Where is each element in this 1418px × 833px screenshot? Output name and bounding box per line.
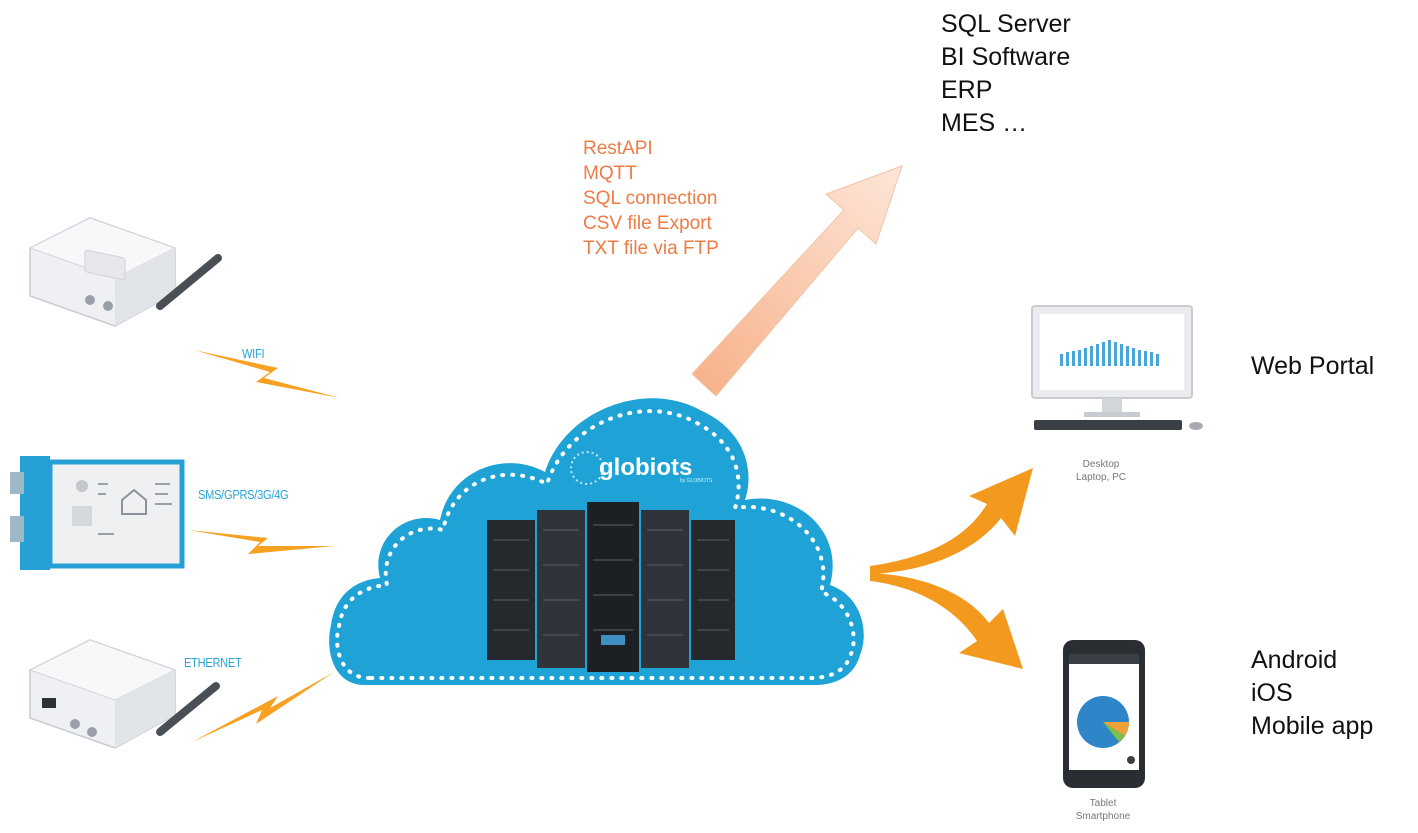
- wifi-device-icon: [28, 217, 222, 327]
- cellular-lightning-icon: [188, 530, 334, 554]
- cloud-brand: globiots: [599, 454, 693, 481]
- protocol-item: MQTT: [583, 163, 637, 184]
- protocol-list: RestAPI MQTT SQL connection CSV file Exp…: [583, 136, 719, 261]
- protocol-item: RestAPI: [583, 138, 653, 159]
- mobile-platform-item: Android: [1251, 646, 1338, 674]
- ethernet-label: ETHERNET: [184, 655, 242, 670]
- desktop-arrow-icon: [870, 468, 1033, 574]
- external-system-item: ERP: [941, 76, 993, 104]
- smartphone-icon: [1063, 640, 1145, 788]
- wifi-lightning-icon: [194, 350, 340, 398]
- cellular-device-icon: [10, 456, 185, 570]
- mobile-platform-item: Mobile app: [1251, 712, 1374, 740]
- desktop-caption: Desktop Laptop, PC: [1056, 458, 1146, 484]
- ethernet-device-icon: [28, 639, 220, 749]
- export-arrow-icon: [691, 165, 903, 397]
- protocol-item: CSV file Export: [583, 213, 712, 234]
- protocol-item: TXT file via FTP: [583, 238, 719, 259]
- mobile-arrow-icon: [870, 573, 1023, 669]
- external-system-item: MES …: [941, 109, 1028, 137]
- desktop-monitor-icon: [1031, 305, 1203, 430]
- external-systems-list: SQL Server BI Software ERP MES …: [941, 8, 1071, 140]
- mobile-platform-item: iOS: [1251, 679, 1293, 707]
- mobile-platform-list: Android iOS Mobile app: [1251, 644, 1373, 743]
- tablet-caption-line: Smartphone: [1075, 811, 1131, 822]
- protocol-item: SQL connection: [583, 188, 718, 209]
- tablet-caption-line: Tablet: [1089, 798, 1117, 809]
- tablet-caption: Tablet Smartphone: [1058, 797, 1148, 823]
- external-system-item: BI Software: [941, 43, 1071, 71]
- ethernet-lightning-icon: [192, 672, 334, 742]
- cloud-icon: [329, 398, 864, 685]
- desktop-caption-line: Desktop: [1082, 459, 1120, 470]
- external-system-item: SQL Server: [941, 10, 1071, 38]
- cloud-brand-sub: by GLOBIOTS: [680, 478, 713, 484]
- desktop-caption-line: Laptop, PC: [1075, 472, 1127, 483]
- web-portal-label: Web Portal: [1251, 352, 1375, 380]
- wifi-label: WIFI: [242, 346, 265, 361]
- cellular-label: SMS/GPRS/3G/4G: [198, 487, 289, 502]
